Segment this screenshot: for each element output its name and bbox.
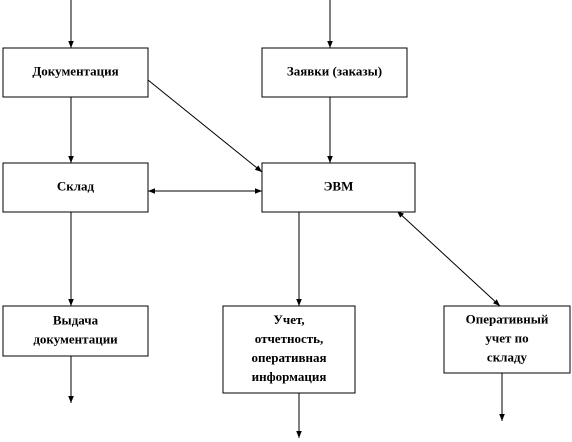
- box-computer-label: ЭВМ: [324, 178, 354, 193]
- box-issue-documentation: Выдача документации: [2, 305, 149, 357]
- label-line: Документация: [32, 63, 118, 78]
- box-warehouse: Склад: [2, 162, 149, 213]
- box-documentation: Документация: [2, 47, 149, 98]
- label-line: Учет,: [273, 312, 304, 327]
- label-line: учет по: [485, 330, 528, 345]
- label-line: отчетность,: [255, 331, 323, 346]
- label-line: Заявки (заказы): [287, 63, 382, 78]
- label-line: оперативная: [251, 350, 326, 365]
- label-line: Склад: [57, 178, 95, 193]
- label-line: складу: [487, 349, 528, 364]
- box-operational-accounting: Оперативный учет по складу: [443, 305, 571, 374]
- connectors: [68, 0, 505, 438]
- label-line: Оперативный: [466, 311, 549, 326]
- box-accounting: Учет, отчетность, оперативная информация: [222, 305, 356, 394]
- box-issue-documentation-label: Выдача документации: [33, 312, 118, 346]
- label-line: документации: [33, 331, 118, 346]
- arrow-documentation-to-computer: [147, 79, 263, 173]
- arrow-computer-operational-bidirectional: [396, 210, 501, 307]
- box-computer: ЭВМ: [261, 162, 416, 213]
- box-requests: Заявки (заказы): [261, 47, 408, 98]
- box-operational-accounting-label: Оперативный учет по складу: [466, 311, 549, 364]
- box-requests-label: Заявки (заказы): [287, 63, 382, 78]
- box-warehouse-label: Склад: [57, 178, 95, 193]
- label-line: информация: [252, 369, 327, 384]
- box-accounting-label: Учет, отчетность, оперативная информация: [251, 312, 326, 384]
- box-documentation-label: Документация: [32, 63, 118, 78]
- label-line: Выдача: [53, 312, 99, 327]
- label-line: ЭВМ: [324, 178, 354, 193]
